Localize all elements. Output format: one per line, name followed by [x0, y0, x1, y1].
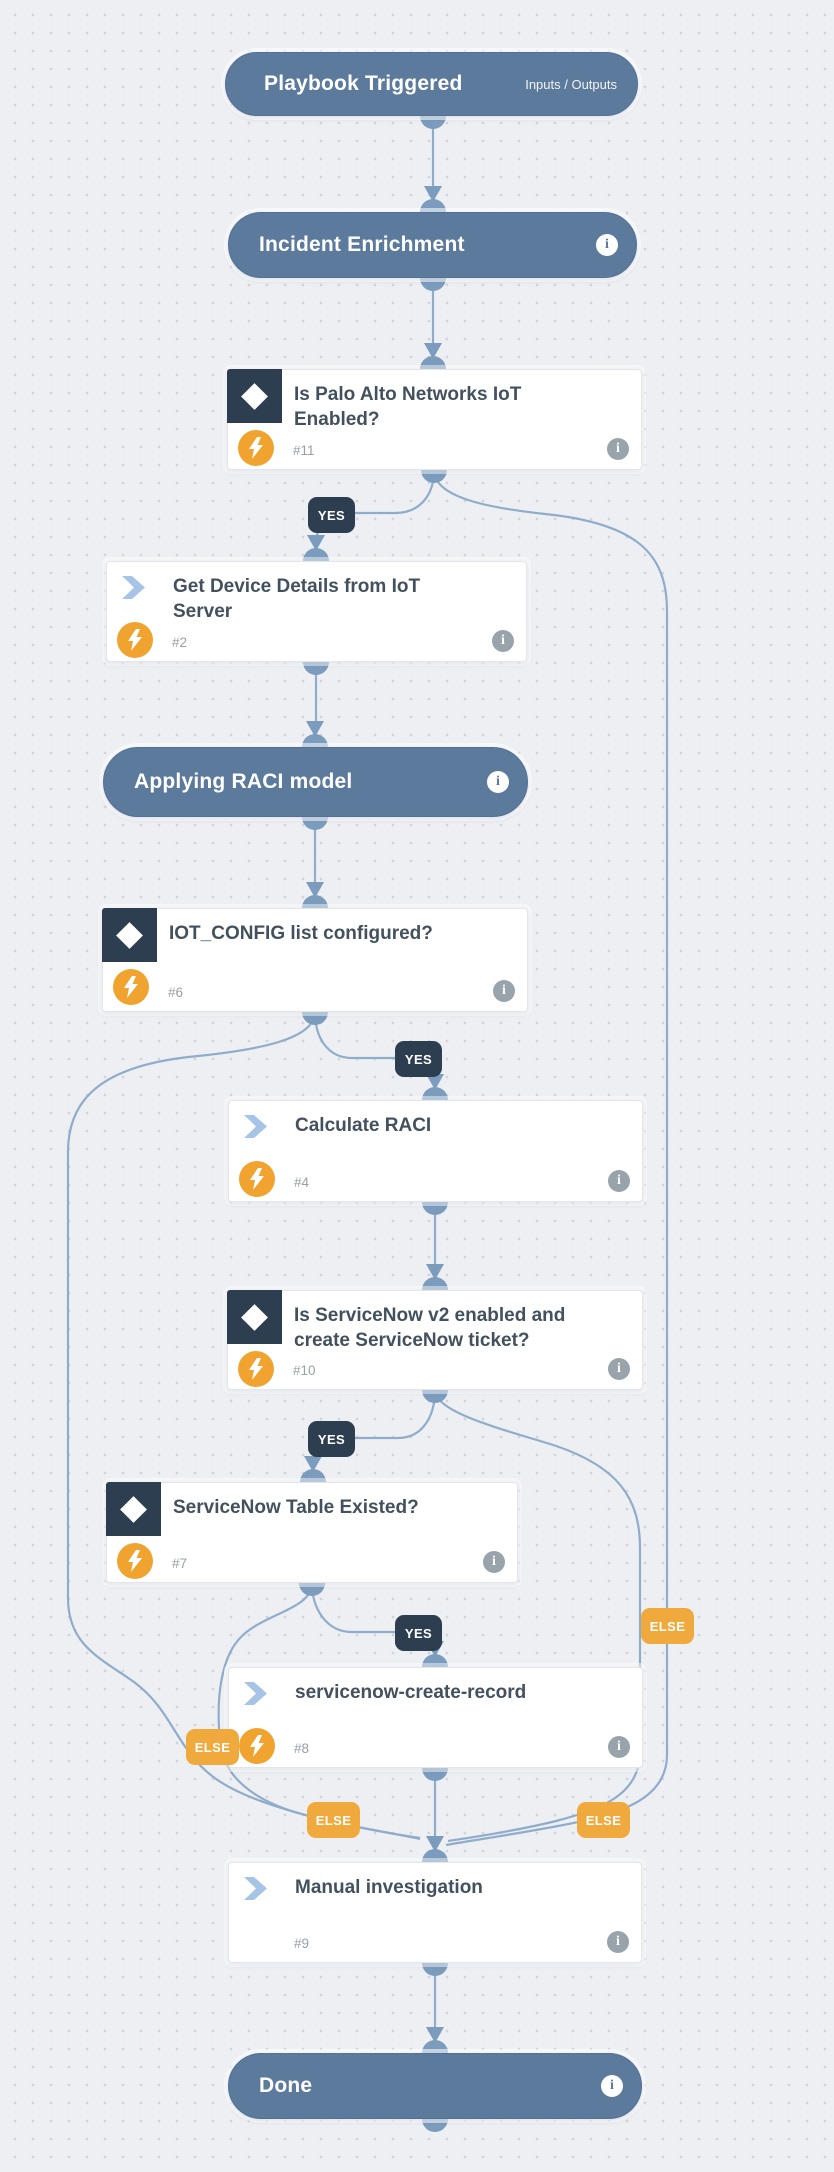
- node-task-get-device-details[interactable]: Get Device Details from IoT Server #2 i: [106, 561, 527, 662]
- task-number: #2: [172, 635, 188, 650]
- task-title: Is Palo Alto Networks IoT Enabled?: [294, 384, 522, 430]
- info-icon[interactable]: i: [608, 1736, 630, 1758]
- node-title: Incident Enrichment: [259, 233, 465, 256]
- node-title: Playbook Triggered: [264, 72, 463, 95]
- condition-diamond-icon: [106, 1482, 161, 1536]
- inputs-outputs-link[interactable]: Inputs / Outputs: [525, 76, 617, 92]
- node-task-servicenow-create-record[interactable]: servicenow-create-record #8 i: [228, 1667, 643, 1768]
- task-title: Get Device Details from IoT Server: [173, 576, 421, 622]
- task-chevron-icon: [121, 576, 146, 599]
- branch-badge-yes: YES: [395, 1041, 442, 1077]
- info-icon[interactable]: i: [487, 771, 509, 793]
- branch-badge-else: ELSE: [186, 1729, 239, 1765]
- info-icon[interactable]: i: [601, 2075, 623, 2097]
- node-cond-is-paloalto-iot-enabled[interactable]: Is Palo Alto Networks IoT Enabled? #11 i: [227, 369, 642, 470]
- node-task-calculate-raci[interactable]: Calculate RACI #4 i: [228, 1100, 643, 1202]
- node-section-incident-enrichment[interactable]: Incident Enrichment i: [228, 212, 637, 278]
- automation-bolt-icon: [117, 1543, 153, 1579]
- node-cond-iot-config-list-configured[interactable]: IOT_CONFIG list configured? #6 i: [102, 908, 528, 1012]
- info-icon[interactable]: i: [596, 234, 618, 256]
- task-number: #7: [172, 1556, 188, 1571]
- edge-cond11-else-to-task9: [432, 469, 669, 1847]
- info-icon[interactable]: i: [483, 1551, 505, 1573]
- automation-bolt-icon: [117, 622, 153, 658]
- task-title: Is ServiceNow v2 enabled and create Serv…: [294, 1305, 566, 1351]
- automation-bolt-icon: [239, 1161, 275, 1197]
- node-task-manual-investigation[interactable]: Manual investigation #9 i: [228, 1862, 642, 1963]
- task-number: #6: [168, 985, 184, 1000]
- task-chevron-icon: [243, 1115, 268, 1138]
- node-title: Done: [259, 2074, 313, 2097]
- source-ports: [299, 116, 448, 2132]
- node-done[interactable]: Done i: [228, 2053, 642, 2119]
- automation-bolt-icon: [239, 1728, 275, 1764]
- branch-badge-else: ELSE: [577, 1802, 630, 1838]
- task-title: servicenow-create-record: [295, 1682, 527, 1703]
- info-icon[interactable]: i: [608, 1170, 630, 1192]
- node-cond-servicenow-v2-enabled[interactable]: Is ServiceNow v2 enabled and create Serv…: [227, 1290, 643, 1390]
- info-icon[interactable]: i: [608, 1358, 630, 1380]
- branch-badge-else: ELSE: [307, 1802, 360, 1838]
- edge-cond6-else-to-task9: [66, 1011, 421, 1840]
- branch-badge-yes: YES: [308, 1421, 355, 1457]
- task-number: #11: [293, 443, 315, 458]
- info-icon[interactable]: i: [607, 438, 629, 460]
- task-chevron-icon: [243, 1877, 268, 1900]
- task-number: #9: [294, 1936, 310, 1951]
- task-title: Manual investigation: [295, 1877, 483, 1898]
- branch-badge-yes: YES: [395, 1615, 442, 1651]
- info-icon[interactable]: i: [493, 980, 515, 1002]
- info-icon[interactable]: i: [607, 1931, 629, 1953]
- task-number: #8: [294, 1741, 310, 1756]
- task-title: IOT_CONFIG list configured?: [169, 923, 433, 944]
- automation-bolt-icon: [238, 1351, 274, 1387]
- task-title: ServiceNow Table Existed?: [173, 1497, 419, 1518]
- task-chevron-icon: [243, 1682, 268, 1705]
- node-playbook-triggered[interactable]: Playbook Triggered Inputs / Outputs: [225, 52, 638, 116]
- edge-cond10-else-to-task9: [433, 1389, 642, 1843]
- task-number: #4: [294, 1175, 310, 1190]
- branch-badge-else: ELSE: [641, 1608, 694, 1644]
- task-title: Calculate RACI: [295, 1115, 432, 1136]
- automation-bolt-icon: [113, 969, 149, 1005]
- node-cond-servicenow-table-existed[interactable]: ServiceNow Table Existed? #7 i: [106, 1482, 518, 1583]
- condition-diamond-icon: [102, 908, 157, 962]
- condition-diamond-icon: [227, 1290, 282, 1344]
- automation-bolt-icon: [238, 430, 274, 466]
- task-number: #10: [293, 1363, 316, 1378]
- branch-badge-yes: YES: [308, 497, 355, 533]
- node-section-applying-raci-model[interactable]: Applying RACI model i: [103, 747, 528, 817]
- condition-diamond-icon: [227, 369, 282, 423]
- target-ports: [300, 186, 448, 2053]
- info-icon[interactable]: i: [492, 630, 514, 652]
- node-title: Applying RACI model: [134, 770, 353, 793]
